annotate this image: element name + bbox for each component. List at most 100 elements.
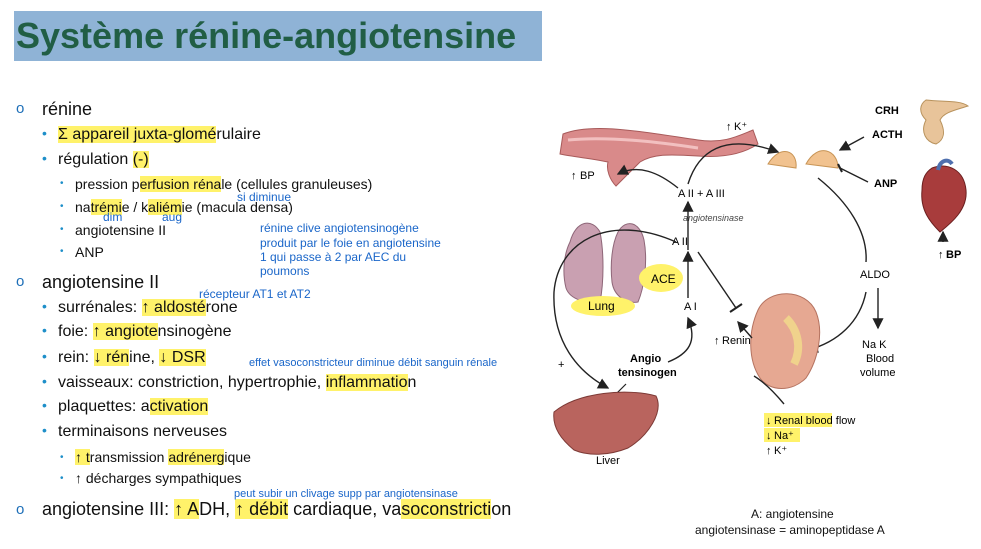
page-title: Système rénine-angiotensine bbox=[16, 15, 517, 56]
highlight: Σ appareil juxta-glomé bbox=[58, 126, 217, 143]
text: n bbox=[407, 374, 417, 391]
text: ine, bbox=[129, 349, 160, 366]
diagram-crh: CRH bbox=[875, 105, 899, 117]
note-aug: aug bbox=[162, 210, 183, 224]
highlight: ↓ DSR bbox=[159, 349, 206, 366]
caption-line2: angiotensinase = aminopeptidase A bbox=[695, 523, 885, 537]
diagram-volume: volume bbox=[860, 367, 895, 379]
text: angiotensine III: bbox=[42, 499, 175, 519]
diagram-plus: + bbox=[558, 359, 564, 371]
note-renine-clive-1: rénine clive angiotensinogène bbox=[260, 221, 419, 235]
note-clivage: peut subir un clivage supp par angiotens… bbox=[234, 488, 458, 500]
note-dim: dim bbox=[103, 210, 123, 224]
note-recepteur: récepteur AT1 et AT2 bbox=[199, 287, 311, 301]
highlight: erfusion réna bbox=[139, 176, 222, 192]
highlight: (-) bbox=[132, 151, 149, 168]
bullet-dot: • bbox=[42, 373, 47, 389]
pituitary-illustration bbox=[920, 99, 970, 145]
text: on bbox=[491, 499, 512, 519]
angio2-plaquettes: plaquettes: activation bbox=[58, 396, 209, 418]
highlight: ctivation bbox=[149, 398, 209, 415]
text: rone bbox=[205, 299, 238, 316]
text: vaisseaux: constriction, hypertrophie, bbox=[58, 374, 326, 391]
bullet-dot: • bbox=[42, 422, 47, 438]
angio2-foie: foie: ↑ angiotensinogène bbox=[58, 321, 231, 343]
bullet-small: • bbox=[60, 224, 64, 235]
diagram-liver: Liver bbox=[596, 455, 620, 467]
highlight: ↓ rén bbox=[93, 349, 130, 366]
diagram-blood: Blood bbox=[866, 353, 894, 365]
diagram-lung: Lung bbox=[588, 299, 615, 313]
caption-line1: A: angiotensine bbox=[751, 507, 834, 521]
diagram-angiotensinase: angiotensinase bbox=[683, 213, 744, 223]
highlight: inflammatio bbox=[325, 374, 408, 391]
diagram-acth: ACTH bbox=[872, 129, 903, 141]
diagram-aldo: ALDO bbox=[860, 269, 890, 281]
note-renine-clive-4: poumons bbox=[260, 264, 310, 278]
highlight: soconstricti bbox=[401, 499, 492, 519]
lung-illustration bbox=[563, 222, 647, 303]
bullet-small: • bbox=[60, 178, 64, 189]
down-arrow-icon: ↓ bbox=[766, 415, 772, 427]
blood-vessel-illustration bbox=[559, 127, 759, 187]
liver-illustration bbox=[553, 391, 659, 455]
bullet-small: • bbox=[60, 473, 64, 484]
text: plaquettes: a bbox=[58, 398, 150, 415]
bullet-circle: o bbox=[16, 100, 25, 117]
highlight: ↑ débit bbox=[235, 499, 289, 519]
diagram-ace: ACE bbox=[651, 272, 676, 286]
diagram-na: Na⁺ bbox=[774, 430, 794, 442]
highlight: ↑ angiote bbox=[92, 323, 158, 340]
text: régulation bbox=[58, 151, 133, 168]
text: rulaire bbox=[216, 126, 261, 143]
heart-illustration bbox=[921, 158, 967, 233]
highlight: aliém bbox=[148, 199, 182, 215]
adrenal-gland-illustration bbox=[767, 150, 839, 169]
diagram-tensinogen: tensinogen bbox=[618, 367, 677, 379]
diagram-angio: Angio bbox=[630, 353, 661, 365]
up-arrow-icon: ↑ bbox=[766, 445, 772, 457]
text: DH, bbox=[199, 499, 236, 519]
regulation-angio2: angiotensine II bbox=[75, 222, 167, 238]
ace-highlight bbox=[639, 264, 683, 292]
diagram-renal-flow: Renal blood flow bbox=[774, 415, 855, 427]
up-arrow-icon: ↑ bbox=[726, 121, 732, 133]
bullet-dot: • bbox=[42, 348, 47, 364]
text: e / k bbox=[121, 199, 149, 215]
na-highlight bbox=[764, 428, 800, 442]
text: ique bbox=[224, 449, 251, 465]
bullet-dot: • bbox=[42, 125, 47, 141]
bullet-dot: • bbox=[42, 298, 47, 314]
bullet-dot: • bbox=[42, 150, 47, 166]
bullet-circle: o bbox=[16, 501, 25, 518]
angio2-terminaisons: terminaisons nerveuses bbox=[58, 423, 227, 440]
note-effet: effet vasoconstricteur diminue débit san… bbox=[249, 357, 498, 369]
bullet-dot: • bbox=[42, 322, 47, 338]
angio2-vaisseaux: vaisseaux: constriction, hypertrophie, i… bbox=[58, 372, 416, 394]
text: surrénales: bbox=[58, 299, 142, 316]
renine-appareil: Σ appareil juxta-glomérulaire bbox=[58, 124, 261, 146]
diagram-a1: A I bbox=[684, 301, 697, 313]
text: foie: bbox=[58, 323, 93, 340]
diagram-k-bottom: K⁺ bbox=[774, 445, 787, 457]
highlight: trémi bbox=[90, 199, 122, 215]
bullet-small: • bbox=[60, 201, 64, 212]
up-arrow-icon: ↑ bbox=[938, 249, 944, 261]
text: ie (macula densa) bbox=[181, 199, 293, 215]
renine-heading: rénine bbox=[42, 99, 93, 119]
diagram-a2: A II bbox=[672, 236, 688, 248]
lung-highlight bbox=[571, 296, 635, 316]
note-renine-clive-2: produit par le foie en angiotensine bbox=[260, 236, 441, 250]
angio2-surrenales: surrénales: ↑ aldostérone bbox=[58, 297, 238, 319]
diagram-na-k: Na K bbox=[862, 339, 887, 351]
angio2-heading: angiotensine II bbox=[42, 272, 160, 292]
highlight: ↑ A bbox=[174, 499, 200, 519]
diagram-bp-right: BP bbox=[946, 249, 961, 261]
regulation-natremie: natrémie / kaliémie (macula densa) bbox=[75, 196, 293, 218]
up-arrow-icon: ↑ bbox=[571, 170, 577, 182]
text: na bbox=[75, 199, 91, 215]
text: cardiaque, va bbox=[288, 499, 402, 519]
bullet-small: • bbox=[60, 452, 64, 463]
text: nsinogène bbox=[157, 323, 232, 340]
diagram-anp: ANP bbox=[874, 178, 897, 190]
